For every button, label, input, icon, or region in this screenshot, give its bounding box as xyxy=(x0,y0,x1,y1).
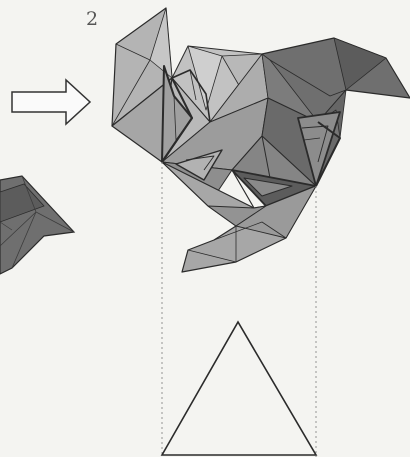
step-arrow-right xyxy=(12,80,90,124)
folded-model xyxy=(112,8,410,272)
base-triangle xyxy=(162,322,316,455)
step-number: 2 xyxy=(86,8,98,30)
previous-step-model-fragment xyxy=(0,176,74,274)
